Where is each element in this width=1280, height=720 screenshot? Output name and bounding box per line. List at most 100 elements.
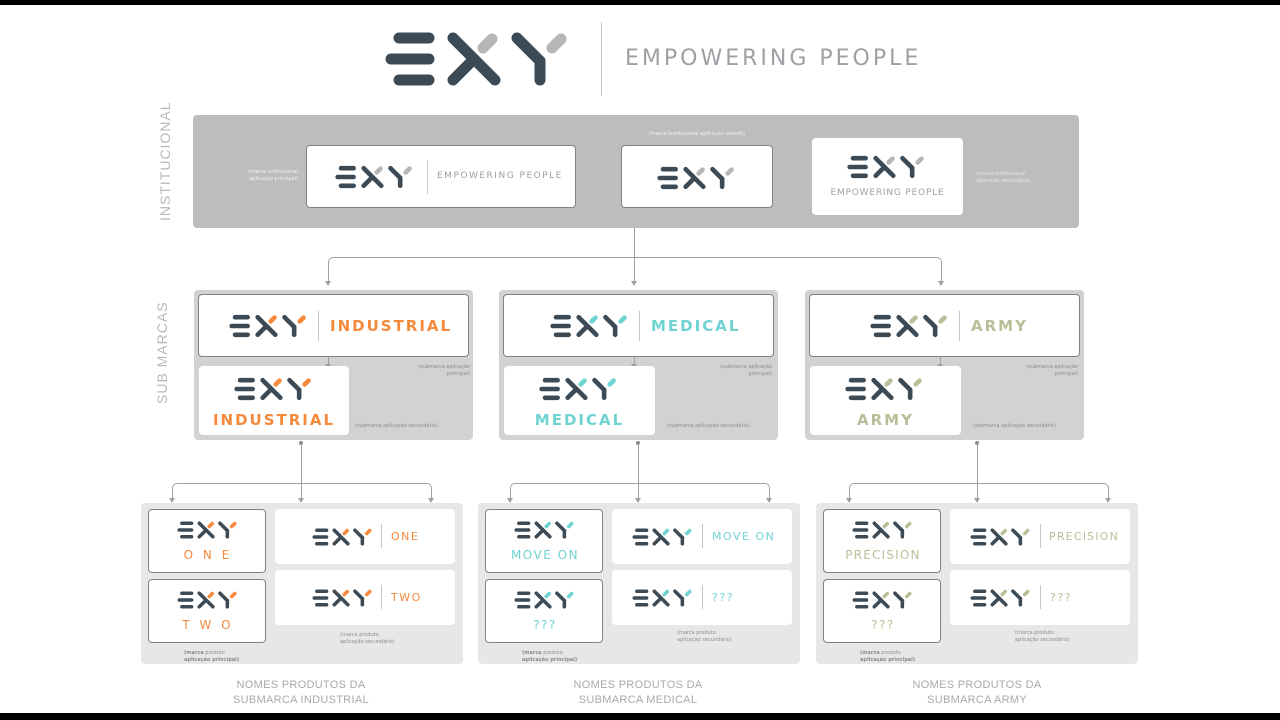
exy-logo — [312, 527, 374, 547]
submarca-name-stacked: INDUSTRIAL — [212, 411, 336, 429]
note-line2: aplicação principal) — [860, 657, 916, 663]
divider — [427, 160, 428, 194]
product-stacked-card: T W O — [148, 579, 266, 643]
connector-corner — [172, 483, 179, 490]
caption-army: NOMES PRODUTOS DA SUBMARCA ARMY — [877, 678, 1077, 708]
connector — [333, 257, 936, 258]
note-bold: (marca — [860, 650, 880, 656]
note-inst-primary: (marca institucional aplicação principal… — [248, 169, 298, 182]
product-name: ??? — [1050, 591, 1073, 604]
product-stacked-card: MOVE ON — [485, 509, 603, 573]
exy-logo — [539, 376, 619, 402]
product-name: TWO — [391, 591, 422, 604]
divider — [381, 585, 382, 609]
product-inline-card: PRECISION — [950, 509, 1130, 564]
note-submarca-primary: (submarca aplicação principal) — [720, 364, 772, 377]
arrow-icon — [631, 281, 637, 286]
divider — [959, 311, 960, 341]
product-name: O N E — [183, 548, 233, 562]
submarca-primary-card-medical: MEDICAL — [503, 294, 774, 357]
connector — [178, 483, 426, 484]
submarca-secondary-card-medical: MEDICAL — [504, 366, 655, 435]
note-product-secondary: (marca produto aplicação secundário) — [340, 632, 395, 645]
section-label-sub-marcas: SUB MARCAS — [154, 301, 170, 404]
connector — [634, 228, 635, 282]
exy-logo-main — [384, 28, 576, 90]
divider — [639, 311, 640, 341]
caption-line2: SUBMARCA ARMY — [927, 694, 1027, 706]
product-inline-card: ONE — [275, 509, 455, 564]
connector — [634, 357, 635, 365]
note-submarca-primary: (submarca aplicação principal) — [1026, 364, 1078, 377]
top-black-bar — [0, 0, 1280, 5]
submarca-secondary-card-army: ARMY — [810, 366, 961, 435]
arrow-icon — [846, 498, 852, 503]
product-name: ??? — [712, 591, 735, 604]
note-line2: aplicação principal) — [184, 657, 240, 663]
arrow-icon — [974, 498, 980, 503]
connector — [431, 489, 432, 499]
divider — [1040, 524, 1041, 548]
exy-logo — [514, 520, 576, 540]
caption-line2: SUBMARCA INDUSTRIAL — [233, 694, 369, 706]
submarca-name: INDUSTRIAL — [330, 317, 453, 335]
submarca-primary-card-army: ARMY — [809, 294, 1080, 357]
inst-primary-card: EMPOWERING PEOPLE — [306, 145, 576, 208]
divider — [702, 524, 703, 548]
note-line2: aplicação principal) — [522, 657, 578, 663]
arrow-icon — [169, 498, 175, 503]
section-label-institucional: INSTITUCIONAL — [157, 101, 173, 221]
connector — [849, 489, 850, 499]
connector — [510, 489, 511, 499]
exy-logo — [970, 588, 1032, 608]
product-stacked-card: O N E — [148, 509, 266, 573]
note-submarca-secondary: (submarca aplicação secundário) — [973, 423, 1056, 429]
caption-line2: SUBMARCA MEDICAL — [578, 694, 698, 706]
product-stacked-card: ??? — [823, 579, 941, 643]
exy-logo — [845, 376, 925, 402]
note-bold: (marca — [522, 650, 542, 656]
caption-line1: NOMES PRODUTOS DA — [912, 679, 1042, 691]
bottom-black-bar — [0, 713, 1280, 720]
submarca-name-stacked: ARMY — [857, 411, 914, 429]
product-inline-card: ??? — [950, 570, 1130, 625]
submarca-name: MEDICAL — [651, 317, 741, 335]
caption-line1: NOMES PRODUTOS DA — [573, 679, 703, 691]
connector-corner — [763, 483, 770, 490]
product-name: MOVE ON — [510, 548, 580, 562]
connector — [328, 263, 329, 282]
note-submarca-secondary: (submarca aplicação secundário) — [667, 423, 750, 429]
exy-logo — [852, 520, 914, 540]
product-inline-card: MOVE ON — [612, 509, 792, 564]
inst-primary-tagline: EMPOWERING PEOPLE — [437, 171, 563, 181]
note-inst-isolated: (marca institucional aplicação isolado) — [648, 131, 746, 137]
product-name: ??? — [871, 618, 895, 632]
exy-logo — [514, 590, 576, 610]
note-rest: produto — [879, 650, 901, 656]
arrow-icon — [766, 498, 772, 503]
submarca-name: ARMY — [971, 317, 1028, 335]
note-bold: (marca — [184, 650, 204, 656]
note-product-secondary: (marca produto aplicação secundário) — [1015, 630, 1070, 643]
divider — [702, 585, 703, 609]
caption-line1: NOMES PRODUTOS DA — [236, 679, 366, 691]
arrow-icon — [635, 498, 641, 503]
connector — [301, 443, 302, 499]
connector — [638, 443, 639, 499]
connector-corner — [849, 483, 856, 490]
note-rest: produto — [541, 650, 563, 656]
arrow-icon — [325, 281, 331, 286]
product-stacked-card: PRECISION — [823, 509, 941, 573]
exy-logo — [632, 588, 694, 608]
connector — [941, 263, 942, 282]
submarca-name-stacked: MEDICAL — [534, 411, 625, 429]
exy-logo — [177, 520, 239, 540]
header-tagline: EMPOWERING PEOPLE — [625, 46, 922, 71]
connector — [172, 489, 173, 499]
connector — [328, 357, 329, 365]
exy-logo — [335, 164, 415, 190]
exy-logo — [234, 376, 314, 402]
